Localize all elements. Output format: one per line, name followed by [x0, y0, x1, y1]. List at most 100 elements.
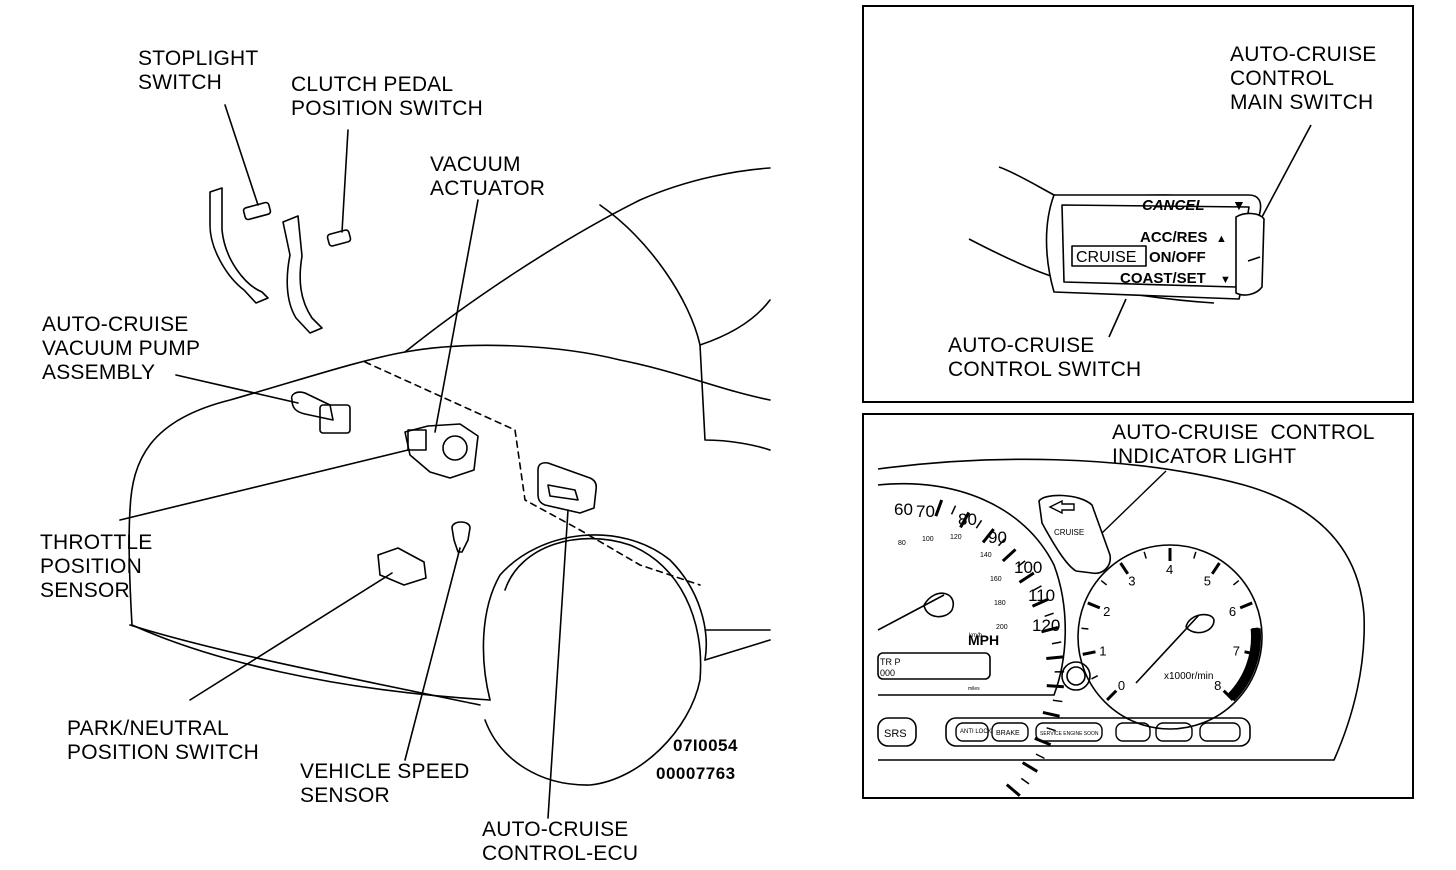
clutch-pedal-arm [282, 215, 323, 334]
speed-sensor-body [451, 521, 471, 553]
tach-tick-mark [1239, 601, 1253, 610]
tach-tick-label: 6 [1229, 604, 1236, 619]
cruise-arrow-icon [1048, 499, 1075, 515]
speed-tick-mark [1005, 783, 1021, 797]
brake-lamp: BRAKE [996, 730, 1020, 737]
cruise-box [1071, 245, 1147, 267]
label-cruise-ecu: AUTO-CRUISE CONTROL-ECU [482, 818, 639, 865]
speed-tick-mark [997, 538, 1006, 547]
speed-tick-mark [934, 499, 944, 517]
kmh-tick-label: 80 [898, 540, 906, 547]
label-indicator-light: AUTO-CRUISE CONTROL INDICATOR LIGHT [1112, 421, 1375, 468]
switch-detail-panel: CANCEL ▼ ACC/RES ▲ CRUISE ON/OFF COAST/S… [862, 5, 1414, 403]
kmh-tick-label: 160 [990, 576, 1002, 583]
park-neutral-body [377, 547, 427, 586]
speedo-needle [877, 592, 955, 631]
tach-tick-mark [1081, 627, 1089, 630]
speedo-bezel [877, 482, 1067, 696]
leader-main-switch [1261, 124, 1312, 218]
leader-speed [404, 547, 461, 761]
tach-tick-label: 5 [1204, 573, 1211, 588]
label-clutch-pedal-switch: CLUTCH PEDAL POSITION SWITCH [291, 73, 483, 120]
odo-text-2: 000 [880, 668, 895, 678]
switch-stalk-body [1045, 194, 1262, 300]
label-park-neutral-switch: PARK/NEUTRAL POSITION SWITCH [67, 717, 259, 764]
label-throttle-sensor: THROTTLE POSITION SENSOR [40, 531, 153, 602]
tach-tick-mark [1143, 551, 1147, 559]
speed-tick-mark [1046, 727, 1056, 732]
anti-lock-lamp: ANTI LOCK [960, 729, 992, 735]
speed-tick-mark [1042, 711, 1060, 718]
label-vehicle-speed-sensor: VEHICLE SPEED SENSOR [300, 760, 470, 807]
odo-text-1: TR P [880, 657, 901, 667]
tach-tick-label: 1 [1099, 643, 1106, 658]
kmh-unit: km/h [969, 633, 982, 639]
tach-tick-label: 0 [1118, 678, 1125, 693]
speed-tick-mark [981, 528, 995, 544]
coast-set-label: COAST/SET [1120, 270, 1206, 287]
speed-tick-label: 60 [894, 500, 913, 519]
leader-ecu [547, 509, 569, 819]
center-knob [1061, 661, 1091, 691]
speed-tick-mark [975, 519, 983, 529]
wheel-arch [484, 537, 702, 786]
kmh-tick-label: 200 [996, 624, 1008, 631]
speed-unit: MPH [968, 632, 999, 648]
tach-tick-label: 2 [1103, 604, 1110, 619]
leader-actuator [434, 199, 479, 433]
throttle-body [404, 423, 479, 479]
tach-tick-mark [1087, 601, 1101, 610]
door-lamp [1199, 722, 1241, 742]
on-off-label: ON/OFF [1149, 249, 1206, 266]
leader-stoplight [224, 104, 259, 206]
speed-tick-label: 100 [1014, 558, 1042, 577]
tach-redzone [1227, 628, 1261, 702]
acc-res-label: ACC/RES [1140, 229, 1208, 246]
cruise-lamp-housing [1038, 494, 1112, 575]
door-line [704, 629, 771, 661]
speed-tick-mark [1046, 684, 1064, 689]
speed-tick-mark [959, 511, 971, 529]
oil-lamp [1115, 722, 1151, 742]
tach-tick-mark [1232, 579, 1240, 586]
label-main-switch: AUTO-CRUISE CONTROL MAIN SWITCH [1230, 43, 1377, 114]
tach-tick-mark [1082, 650, 1096, 656]
kmh-tick-label: 120 [950, 534, 962, 541]
leader-throttle-a [119, 449, 409, 521]
tach-tick-mark [1106, 689, 1118, 701]
tach-tick-mark [1193, 551, 1197, 559]
speed-tick-mark [1001, 548, 1017, 563]
tach-tick-mark [1091, 674, 1099, 680]
speed-tick-mark [1031, 597, 1049, 608]
brake-pedal-arm [209, 187, 269, 304]
speed-tick-mark [1032, 585, 1042, 592]
leader-control-switch [1108, 298, 1127, 338]
svg-text:▲: ▲ [1216, 233, 1227, 245]
tach-needle [1135, 613, 1215, 684]
fender-top [404, 344, 771, 401]
main-switch-knob [1235, 212, 1265, 296]
speed-tick-mark [1044, 612, 1054, 618]
speed-tick-label: 120 [1032, 616, 1060, 635]
kmh-tick-label: 100 [922, 536, 934, 543]
ecu-body [537, 461, 598, 514]
kmh-tick-label: 140 [980, 552, 992, 559]
speed-tick-mark [1018, 571, 1035, 584]
tach-tick-mark [1100, 579, 1108, 586]
vacuum-pump-body [290, 391, 334, 421]
tach-tick-mark [1119, 562, 1130, 575]
speed-tick-label: 70 [916, 502, 935, 521]
tach-dial [1077, 544, 1263, 730]
speed-tick-mark [950, 505, 957, 515]
switch-illustration: CANCEL ▼ ACC/RES ▲ CRUISE ON/OFF COAST/S… [968, 124, 1312, 338]
speed-tick-mark [1035, 753, 1045, 760]
odo-unit: miles [968, 686, 980, 692]
svg-text:▼: ▼ [1220, 274, 1231, 286]
tach-unit: x1000r/min [1164, 671, 1213, 682]
leader-park [189, 572, 393, 701]
document-code: 00007763 [656, 764, 736, 783]
label-control-switch: AUTO-CRUISE CONTROL SWITCH [948, 334, 1142, 381]
